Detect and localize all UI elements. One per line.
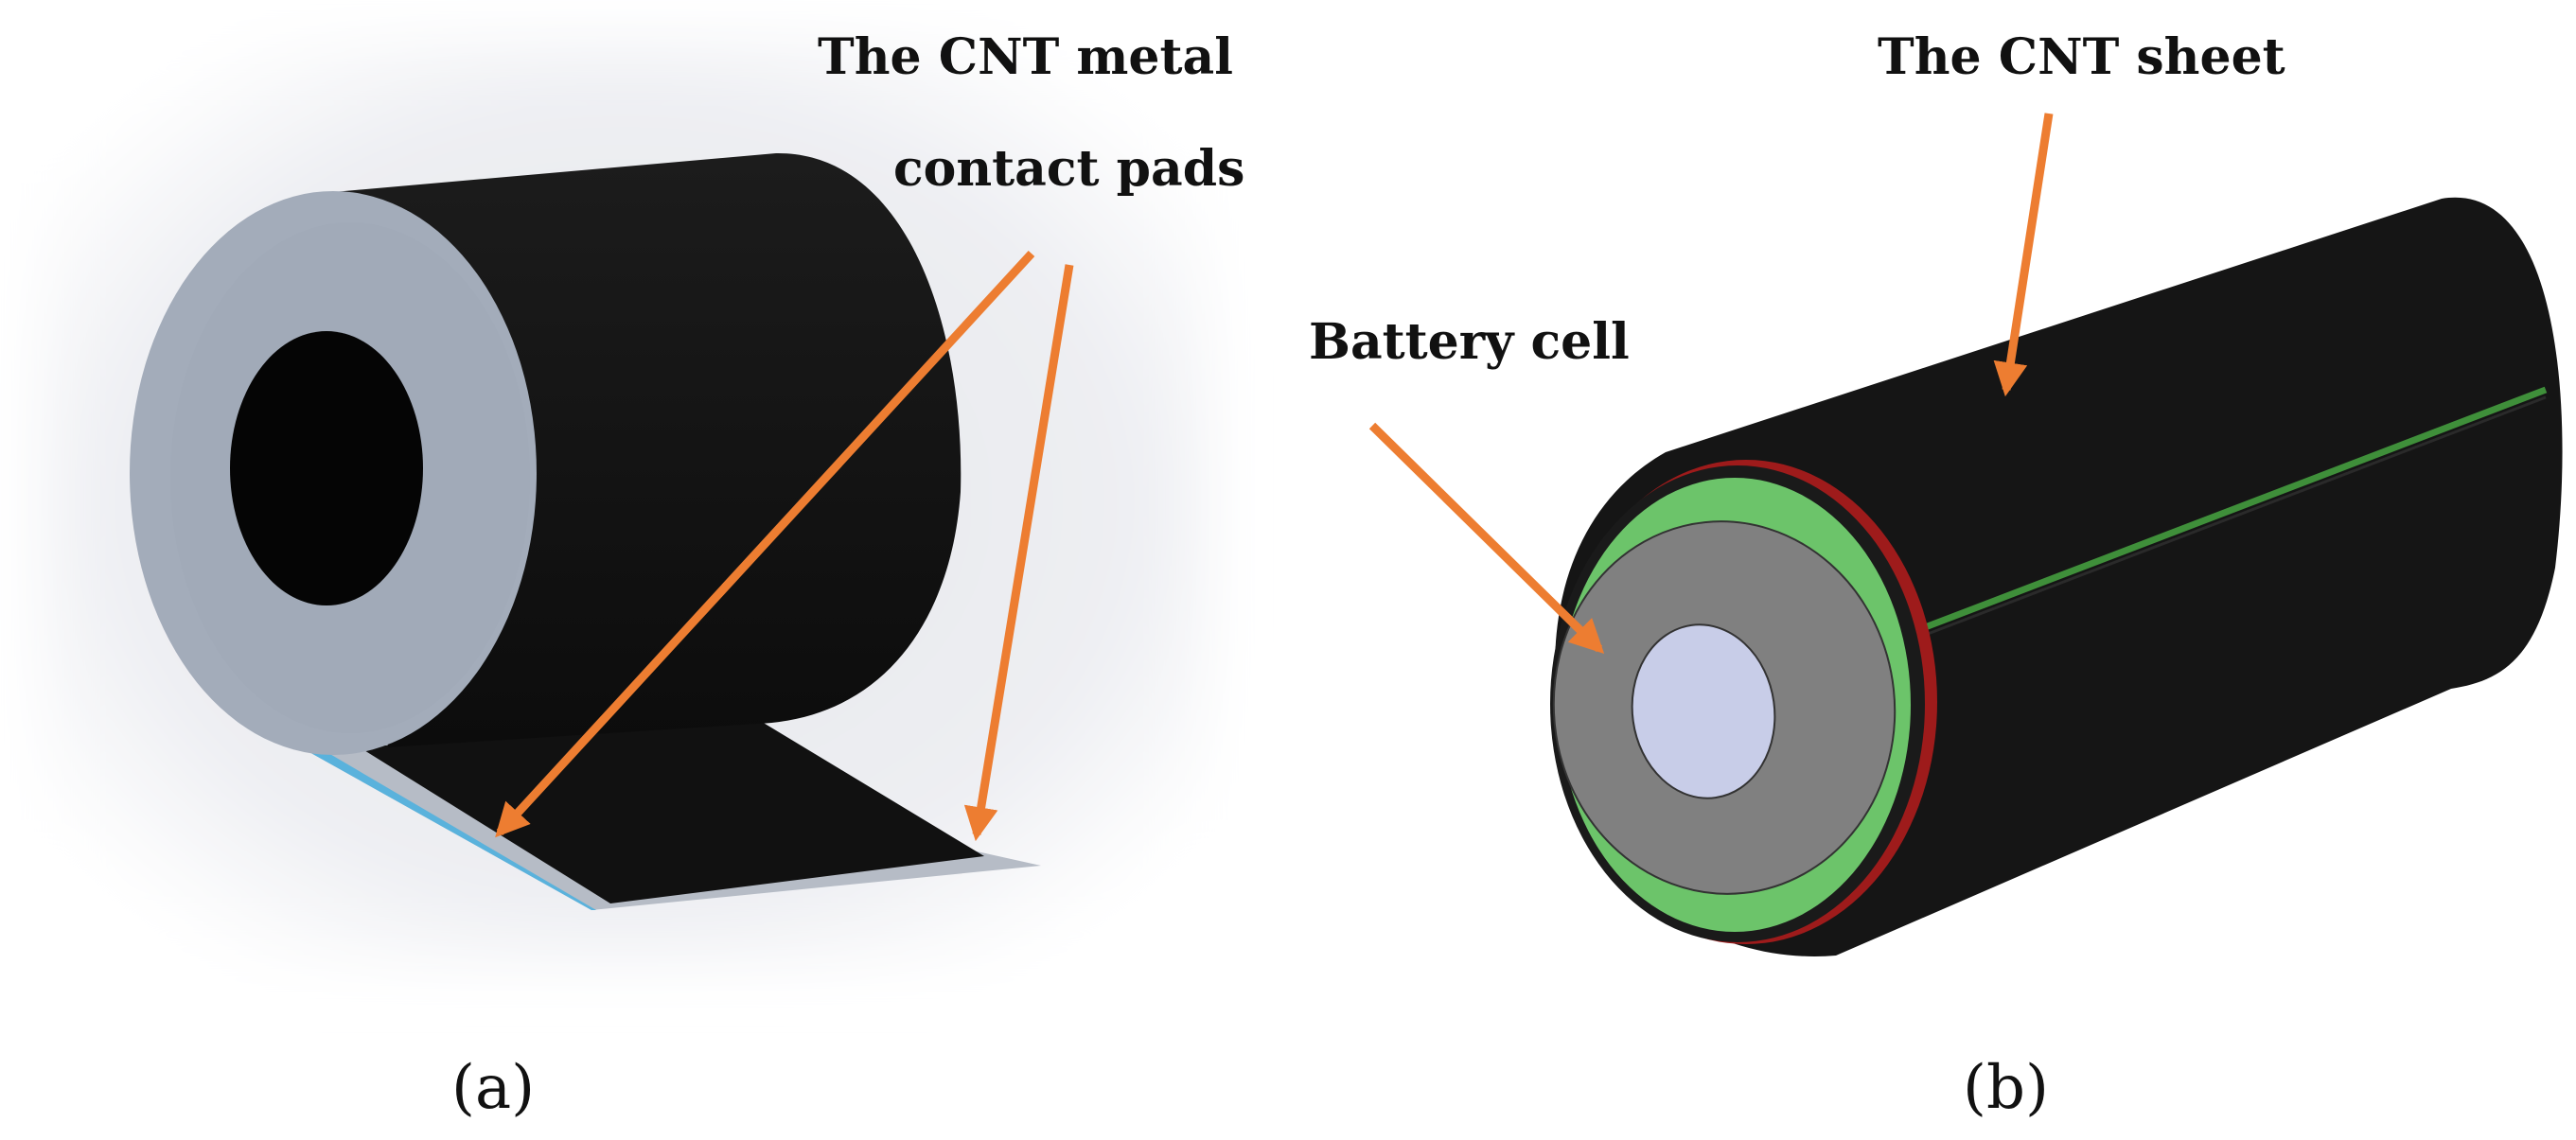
caption-b: (b) (1963, 1053, 2049, 1123)
panel-b (1368, 113, 2563, 956)
roll-core-hole (230, 331, 423, 605)
arrow-to-right-pad (963, 264, 1074, 842)
arrow-to-cnt-sheet (1993, 113, 2054, 397)
label-cnt-sheet: The CNT sheet (1878, 28, 2285, 86)
panel-a (38, 38, 1211, 965)
pad-blue-edge (284, 737, 596, 910)
green-seam-gap (1882, 395, 2547, 653)
core (1631, 623, 1776, 799)
caption-a: (a) (451, 1053, 536, 1123)
arrow-to-left-pad (495, 250, 1035, 838)
battery-end-face (1550, 460, 1937, 944)
roll-end-face (130, 191, 537, 755)
green-seam (1881, 386, 2548, 647)
label-cnt-metal: The CNT metal (818, 28, 1233, 86)
cnt-pad-black (360, 719, 984, 903)
label-contact-pads: contact pads (893, 140, 1245, 198)
label-battery-cell: Battery cell (1309, 313, 1630, 371)
contact-pad-strip (284, 719, 1041, 910)
arrow-to-battery-cell (1368, 422, 1605, 655)
